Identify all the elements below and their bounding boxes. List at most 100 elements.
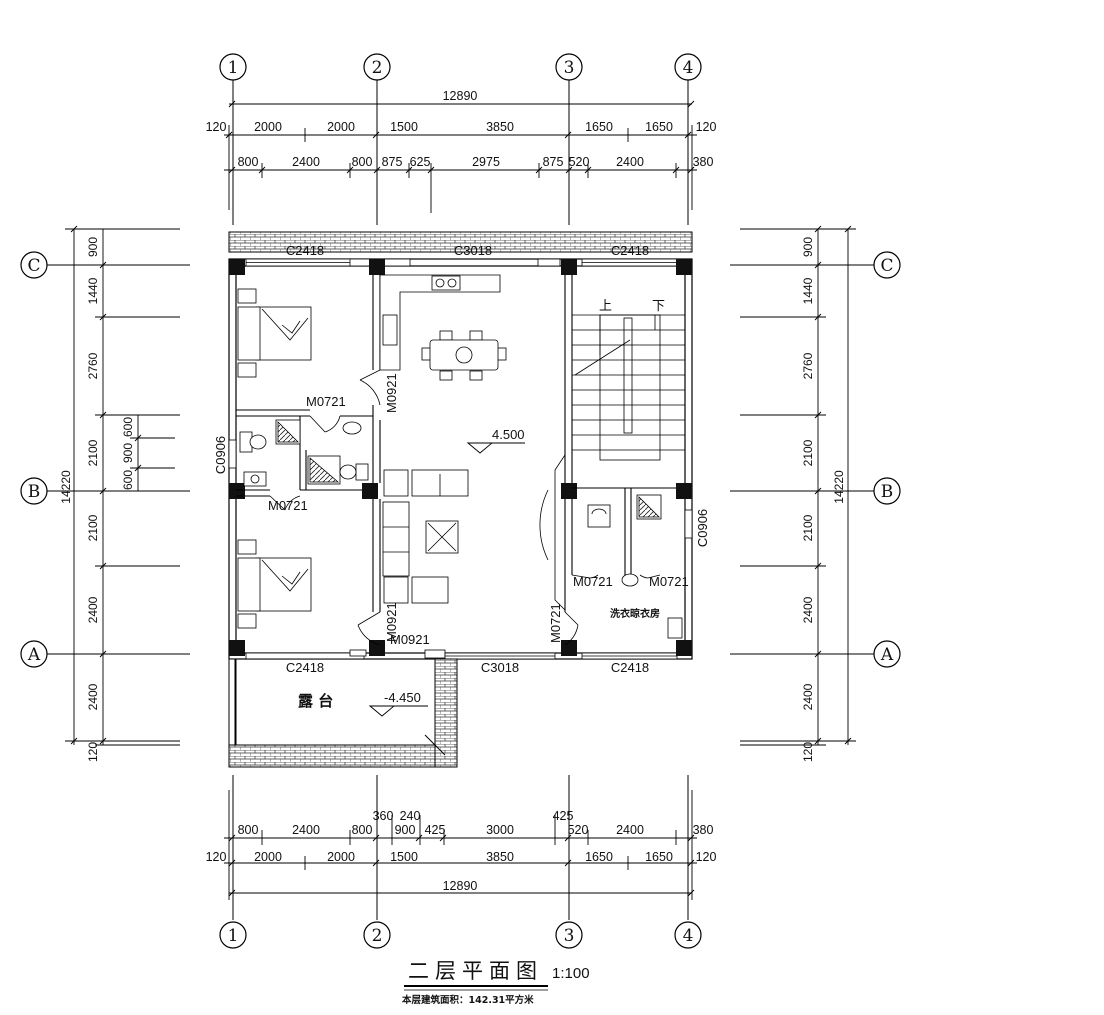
left-dim-0: 900	[86, 237, 100, 257]
right-dim-3: 2100	[801, 439, 815, 466]
right-dim-5: 2400	[801, 596, 815, 623]
floor-area-note: 本层建筑面积：142.31平方米	[402, 994, 534, 1006]
top-dim-1-5: 1650	[585, 120, 613, 134]
top-dim-1-7: 120	[696, 120, 717, 134]
door-toilet1-label: M0721	[573, 574, 613, 589]
window-top-mid: C3018	[454, 243, 492, 258]
drawing-scale: 1:100	[552, 965, 590, 982]
door-bed2-label: M0921	[384, 602, 399, 642]
left-total-dimension: 14220	[59, 470, 73, 504]
door-stair-room-label: M0721	[548, 603, 563, 643]
bottom-dim-2-7: 2400	[616, 823, 644, 837]
axis-label-3-bottom: 3	[564, 926, 575, 946]
bottom-dim-1-6: 1650	[645, 850, 673, 864]
stair-down-label: 下	[652, 298, 665, 313]
bottom-dim-1-5: 1650	[585, 850, 613, 864]
left-window-sub-0: 600	[121, 417, 135, 437]
top-dim-2-5: 2975	[472, 155, 500, 169]
bottom-dim-upper-2: 425	[553, 809, 574, 823]
stair	[572, 314, 685, 461]
left-dim-3: 2100	[86, 439, 100, 466]
kitchen-counter	[379, 274, 501, 371]
bedroom-1-bed	[237, 288, 312, 378]
right-dim-6: 2400	[801, 683, 815, 710]
living-furniture	[382, 469, 469, 604]
stair-up-label: 上	[599, 298, 612, 313]
right-dim-1: 1440	[801, 277, 815, 304]
bottom-dim-1-7: 120	[696, 850, 717, 864]
window-east-bath: C0906	[695, 509, 710, 547]
bottom-dim-upper-1: 240	[400, 809, 421, 823]
axis-label-3: 3	[564, 58, 575, 78]
bottom-total-dimension: 12890	[443, 879, 478, 893]
left-dim-1: 1440	[86, 277, 100, 304]
bottom-dim-1-1: 2000	[254, 850, 282, 864]
bathroom-fixtures	[239, 419, 683, 639]
top-dim-2-8: 2400	[616, 155, 644, 169]
axis-label-1: 1	[228, 58, 239, 78]
top-dim-1-0: 120	[206, 120, 227, 134]
top-dim-1-4: 3850	[486, 120, 514, 134]
top-dim-2-2: 800	[352, 155, 373, 169]
axis-label-2: 2	[372, 58, 383, 78]
interior-walls	[236, 275, 676, 612]
bottom-dim-2-6: 520	[568, 823, 589, 837]
window-top-left: C2418	[286, 243, 324, 258]
laundry-room-label: 洗衣晾衣房	[610, 607, 660, 620]
axis-label-b: B	[28, 482, 41, 502]
right-dimensions	[740, 225, 856, 746]
right-dim-4: 2100	[801, 514, 815, 541]
top-dim-2-7: 520	[569, 155, 590, 169]
axis-label-b-right: B	[881, 482, 894, 502]
window-top-right: C2418	[611, 243, 649, 258]
bottom-dim-2-8: 380	[693, 823, 714, 837]
bottom-dim-2-1: 2400	[292, 823, 320, 837]
terrace-level-label: -4.450	[384, 690, 421, 705]
top-dimensions	[224, 100, 697, 213]
top-total-dimension: 12890	[443, 89, 478, 103]
bottom-dimensions	[224, 790, 697, 900]
axis-label-1-bottom: 1	[228, 926, 239, 946]
axis-label-c-right: C	[880, 256, 893, 276]
axis-label-2-bottom: 2	[372, 926, 383, 946]
bottom-dim-2-4: 425	[425, 823, 446, 837]
door-bed1-label: M0921	[384, 373, 399, 413]
bottom-dim-1-0: 120	[206, 850, 227, 864]
window-bottom-mid: C3018	[481, 660, 519, 675]
right-dim-0: 900	[801, 237, 815, 257]
terrace	[228, 658, 458, 768]
left-window-sub-1: 900	[121, 443, 135, 463]
left-dimensions	[65, 225, 180, 746]
window-bottom-left: C2418	[286, 660, 324, 675]
drawing-title: 二层平面图	[408, 959, 543, 983]
top-dim-1-1: 2000	[254, 120, 282, 134]
left-dim-4: 2100	[86, 514, 100, 541]
parapet-top	[228, 231, 693, 253]
top-dim-2-6: 875	[543, 155, 564, 169]
floor-level-label: 4.500	[492, 427, 525, 442]
axis-label-c: C	[27, 256, 40, 276]
axis-label-a-right: A	[880, 645, 894, 665]
bottom-dim-1-2: 2000	[327, 850, 355, 864]
door-bath-lower-label: M0721	[268, 498, 308, 513]
top-dim-1-6: 1650	[645, 120, 673, 134]
doors	[269, 369, 661, 646]
bottom-dim-upper-0: 360	[373, 809, 394, 823]
bottom-dim-2-3: 900	[395, 823, 416, 837]
top-dim-1-3: 1500	[390, 120, 418, 134]
left-dim-5: 2400	[86, 596, 100, 623]
window-west-bath: C0906	[213, 436, 228, 474]
axis-label-4-bottom: 4	[683, 926, 694, 946]
bottom-dim-2-0: 800	[238, 823, 259, 837]
door-toilet2-label: M0721	[649, 574, 689, 589]
left-window-sub-2: 600	[121, 470, 135, 490]
top-dim-1-2: 2000	[327, 120, 355, 134]
window-bottom-right: C2418	[611, 660, 649, 675]
left-dim-6: 2400	[86, 683, 100, 710]
axis-label-4: 4	[683, 58, 694, 78]
right-total-dimension: 14220	[832, 470, 846, 504]
bedroom-2-bed	[237, 539, 312, 629]
columns	[229, 259, 692, 656]
bottom-dim-2-2: 800	[352, 823, 373, 837]
